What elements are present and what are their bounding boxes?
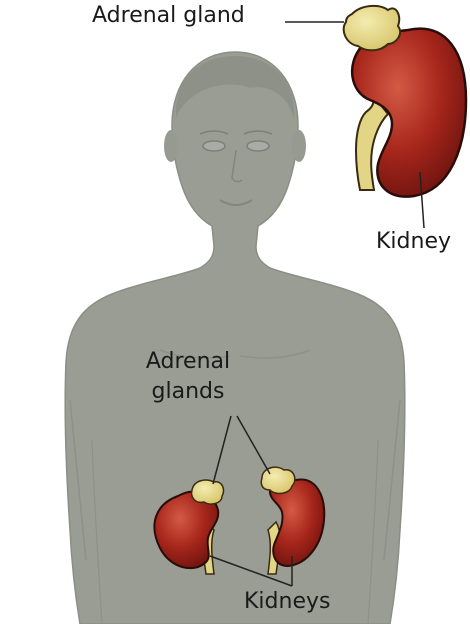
- left-ear: [164, 130, 178, 162]
- label-adrenal-glands: Adrenal glands: [128, 347, 248, 407]
- large-kidney-group: [344, 6, 466, 197]
- head: [65, 52, 405, 624]
- large-adrenal-icon: [344, 6, 400, 50]
- human-body-silhouette: [65, 52, 405, 624]
- label-adrenal-glands-line1: Adrenal: [128, 347, 248, 377]
- small-left-adrenal-icon: [192, 480, 224, 504]
- label-adrenal-glands-line2: glands: [128, 377, 248, 407]
- label-kidney: Kidney: [376, 229, 451, 255]
- label-kidneys: Kidneys: [244, 589, 330, 615]
- small-right-adrenal-icon: [261, 467, 295, 493]
- right-ear: [292, 130, 306, 162]
- label-adrenal-gland: Adrenal gland: [92, 3, 245, 29]
